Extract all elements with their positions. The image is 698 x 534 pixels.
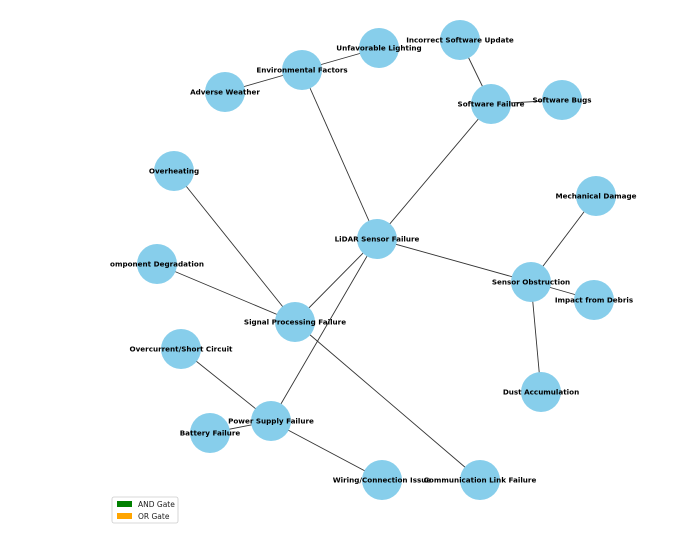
node-label-compdeg: omponent Degradation xyxy=(110,260,204,269)
node-label-env: Environmental Factors xyxy=(256,66,347,75)
edge-psu-wiring xyxy=(270,420,383,481)
legend-swatch-and xyxy=(117,501,132,507)
node-layer xyxy=(137,20,616,500)
node-label-debris: Impact from Debris xyxy=(555,296,633,305)
node-incsw xyxy=(440,20,480,60)
edge-lidar-obstr xyxy=(376,238,532,283)
edge-sigproc-compdeg xyxy=(156,263,296,323)
node-mech xyxy=(576,176,616,216)
node-psu xyxy=(251,401,291,441)
node-label-overcur: Overcurrent/Short Circuit xyxy=(129,345,233,354)
node-label-weather: Adverse Weather xyxy=(190,88,260,97)
node-weather xyxy=(205,72,245,112)
node-label-wiring: Wiring/Connection Issue xyxy=(333,476,432,485)
node-dust xyxy=(521,372,561,412)
node-lidar xyxy=(357,219,397,259)
node-obstr xyxy=(511,262,551,302)
legend: AND Gate OR Gate xyxy=(111,496,179,524)
node-label-dust: Dust Accumulation xyxy=(503,388,579,397)
edge-sigproc-comm xyxy=(294,321,481,481)
node-label-mech: Mechanical Damage xyxy=(555,192,636,201)
node-env xyxy=(282,50,322,90)
node-wiring xyxy=(362,460,402,500)
node-label-swbugs: Software Bugs xyxy=(532,96,591,105)
label-layer: LiDAR Sensor Failure Environmental Factor… xyxy=(110,36,637,485)
node-label-swfail: Software Failure xyxy=(458,100,525,109)
node-label-psu: Power Supply Failure xyxy=(228,417,314,426)
node-swfail xyxy=(471,84,511,124)
node-overcur xyxy=(161,329,201,369)
node-label-sigproc: Signal Processing Failure xyxy=(244,318,346,327)
node-label-overheat: Overheating xyxy=(149,167,199,176)
node-comm xyxy=(460,460,500,500)
node-compdeg xyxy=(137,244,177,284)
edge-lidar-swfail xyxy=(376,103,492,240)
node-label-battery: Battery Failure xyxy=(180,429,241,438)
node-swbugs xyxy=(542,80,582,120)
edge-lidar-psu xyxy=(270,238,378,422)
node-label-obstr: Sensor Obstruction xyxy=(492,278,570,287)
legend-label-or: OR Gate xyxy=(138,512,170,521)
edge-lidar-env xyxy=(301,69,378,240)
node-overheat xyxy=(154,151,194,191)
node-debris xyxy=(574,280,614,320)
node-sigproc xyxy=(275,302,315,342)
node-label-comm: Communication Link Failure xyxy=(424,476,537,485)
node-label-incsw: Incorrect Software Update xyxy=(406,36,514,45)
edge-sigproc-overheat xyxy=(173,170,296,323)
node-label-unfav: Unfavorable Lighting xyxy=(336,44,421,53)
legend-label-and: AND Gate xyxy=(138,500,175,509)
node-battery xyxy=(190,413,230,453)
node-label-lidar: LiDAR Sensor Failure xyxy=(335,235,420,244)
node-unfav xyxy=(359,28,399,68)
legend-swatch-or xyxy=(117,513,132,519)
